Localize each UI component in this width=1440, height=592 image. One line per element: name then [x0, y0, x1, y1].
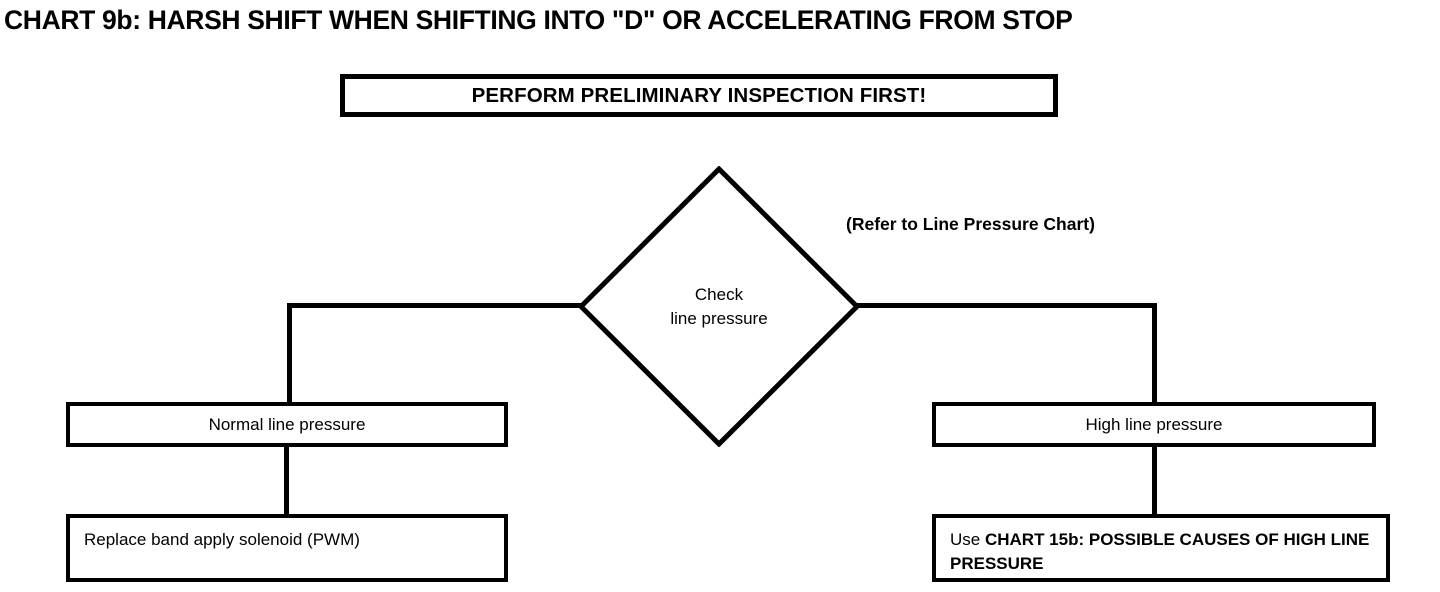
node-normal-line-pressure-label: Normal line pressure [208, 414, 366, 434]
decision-node-check-line-pressure: Check line pressure [578, 166, 860, 447]
connector-decision-to-right-horizontal [857, 303, 1157, 308]
node-use-chart-15b-label: Use CHART 15b: POSSIBLE CAUSES OF HIGH L… [950, 530, 1369, 573]
connector-right-cond-to-right-action [1152, 445, 1157, 516]
preliminary-inspection-banner: PERFORM PRELIMINARY INSPECTION FIRST! [340, 74, 1058, 117]
page-title: CHART 9b: HARSH SHIFT WHEN SHIFTING INTO… [4, 5, 1073, 35]
node-right-action-plain: Use [950, 530, 985, 549]
node-high-line-pressure-label: High line pressure [1085, 414, 1223, 434]
diamond-shape-icon [578, 166, 860, 447]
node-left-action-plain: Replace band apply solenoid (PWM) [84, 530, 360, 549]
node-normal-line-pressure: Normal line pressure [66, 402, 508, 447]
connector-left-cond-to-left-action [284, 445, 289, 516]
node-use-chart-15b: Use CHART 15b: POSSIBLE CAUSES OF HIGH L… [932, 514, 1390, 582]
node-high-line-pressure: High line pressure [932, 402, 1376, 447]
line-pressure-chart-reference-note: (Refer to Line Pressure Chart) [846, 214, 1095, 234]
node-replace-band-apply-solenoid: Replace band apply solenoid (PWM) [66, 514, 508, 582]
node-right-action-bold: CHART 15b: POSSIBLE CAUSES OF HIGH LINE … [950, 530, 1370, 573]
node-replace-band-apply-solenoid-label: Replace band apply solenoid (PWM) [84, 530, 360, 549]
connector-decision-to-left-horizontal [287, 303, 581, 308]
connector-decision-to-left-vertical [287, 303, 292, 404]
preliminary-inspection-banner-text: PERFORM PRELIMINARY INSPECTION FIRST! [471, 83, 927, 107]
connector-decision-to-right-vertical [1152, 303, 1157, 404]
